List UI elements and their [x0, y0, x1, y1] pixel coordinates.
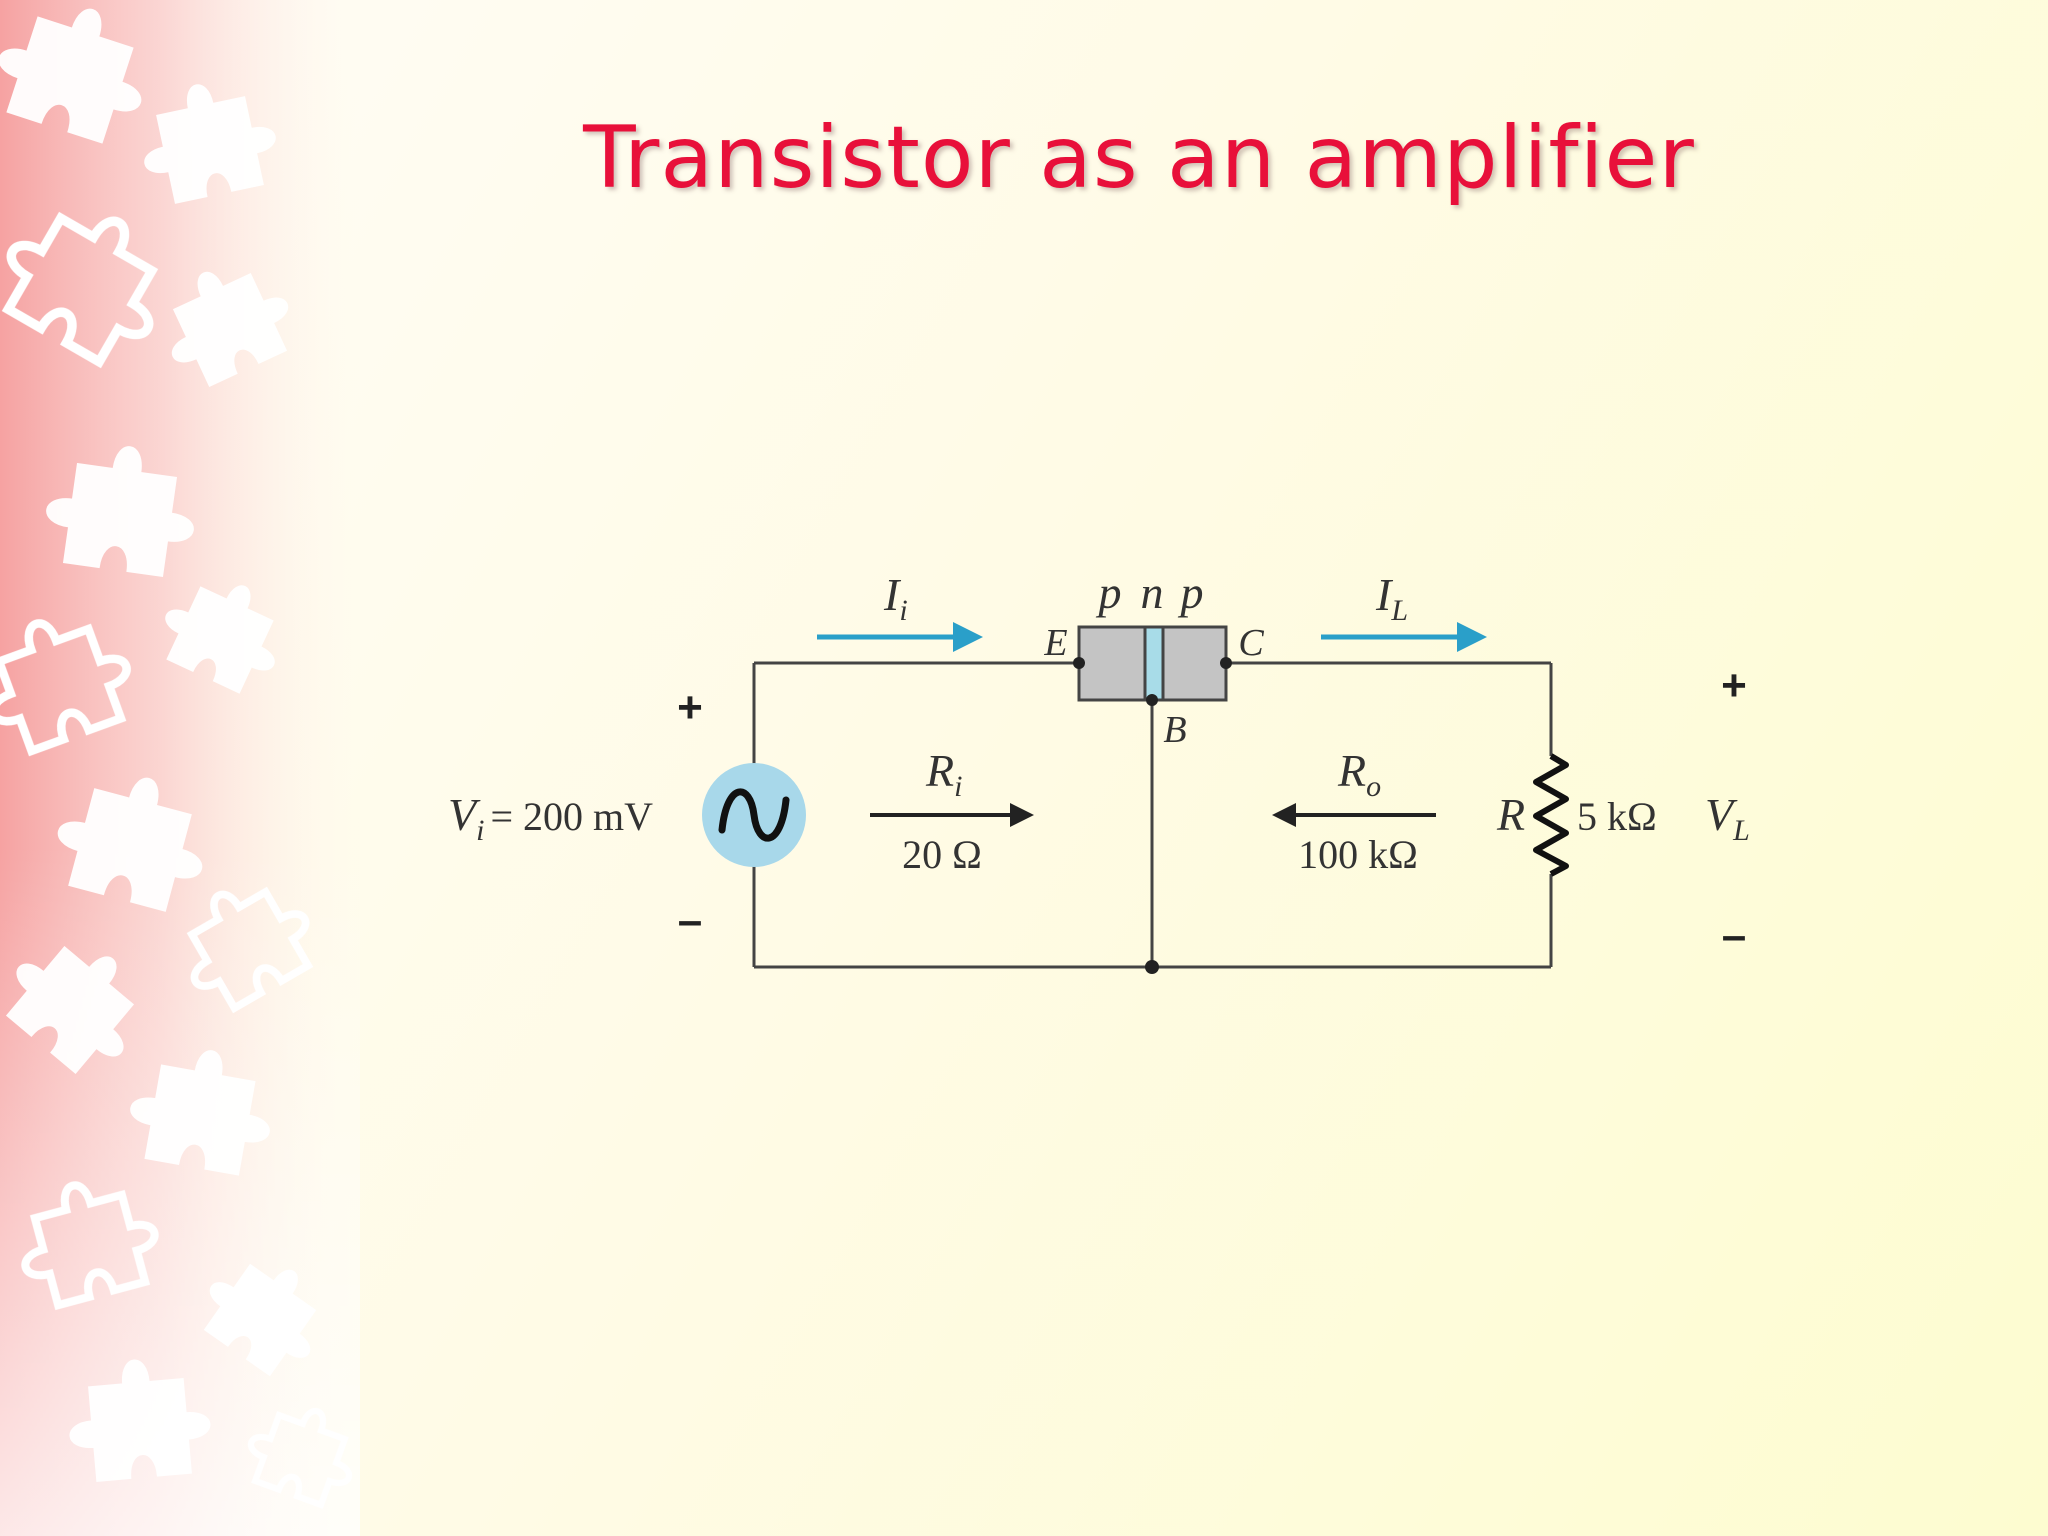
- ac-source: [702, 763, 806, 867]
- output-plus-sign: +: [1721, 661, 1747, 710]
- collector-label: C: [1238, 622, 1264, 664]
- sine-wave-icon: [718, 788, 790, 842]
- output-resistance-value: 100 kΩ: [1298, 832, 1418, 877]
- ground-node: [1145, 960, 1159, 974]
- pnp-transistor: p n p E C B: [1043, 567, 1264, 974]
- output-resistance-label: Ro: [1337, 745, 1381, 803]
- transistor-type-n: n: [1141, 567, 1164, 618]
- puzzle-piece: [0, 8, 142, 144]
- transistor-type-p1: p: [1096, 567, 1122, 618]
- puzzle-piece: [203, 1263, 317, 1377]
- transistor-base-region: [1143, 625, 1165, 702]
- transistor-collector-region: [1161, 625, 1228, 702]
- source-voltage-label: Vi= 200 mV: [448, 789, 653, 847]
- puzzle-piece: [1, 211, 159, 369]
- puzzle-piece: [144, 84, 276, 204]
- puzzle-piece: [0, 619, 131, 757]
- transistor-type-p2: p: [1178, 567, 1204, 618]
- puzzle-piece: [21, 1181, 159, 1311]
- puzzle-piece: [5, 945, 135, 1075]
- puzzle-piece: [186, 886, 314, 1014]
- puzzle-piece: [130, 1050, 270, 1176]
- slide-title: Transistor as an amplifier: [583, 108, 1695, 208]
- puzzle-piece: [165, 585, 275, 694]
- output-minus-sign: –: [1722, 911, 1746, 960]
- base-node: [1146, 694, 1158, 706]
- puzzle-piece: [69, 1359, 211, 1482]
- emitter-node: [1073, 657, 1085, 669]
- input-resistance-label: Ri: [925, 745, 962, 803]
- emitter-label: E: [1043, 622, 1067, 664]
- load-resistor: [1533, 753, 1569, 877]
- input-resistance-value: 20 Ω: [902, 832, 982, 877]
- input-minus-sign: –: [678, 896, 702, 945]
- load-voltage-label: VL: [1705, 789, 1750, 847]
- puzzle-piece: [57, 777, 203, 912]
- puzzle-piece: [171, 271, 289, 388]
- base-label: B: [1163, 709, 1186, 751]
- puzzle-piece: [247, 1407, 353, 1509]
- load-current-label: IL: [1375, 569, 1408, 627]
- load-resistor-value: 5 kΩ: [1577, 794, 1657, 839]
- transistor-emitter-region: [1077, 625, 1147, 702]
- input-plus-sign: +: [677, 683, 703, 732]
- input-current-label: Ii: [883, 569, 908, 627]
- collector-node: [1220, 657, 1232, 669]
- load-resistor-symbol: R: [1496, 789, 1525, 840]
- puzzle-piece: [46, 446, 194, 578]
